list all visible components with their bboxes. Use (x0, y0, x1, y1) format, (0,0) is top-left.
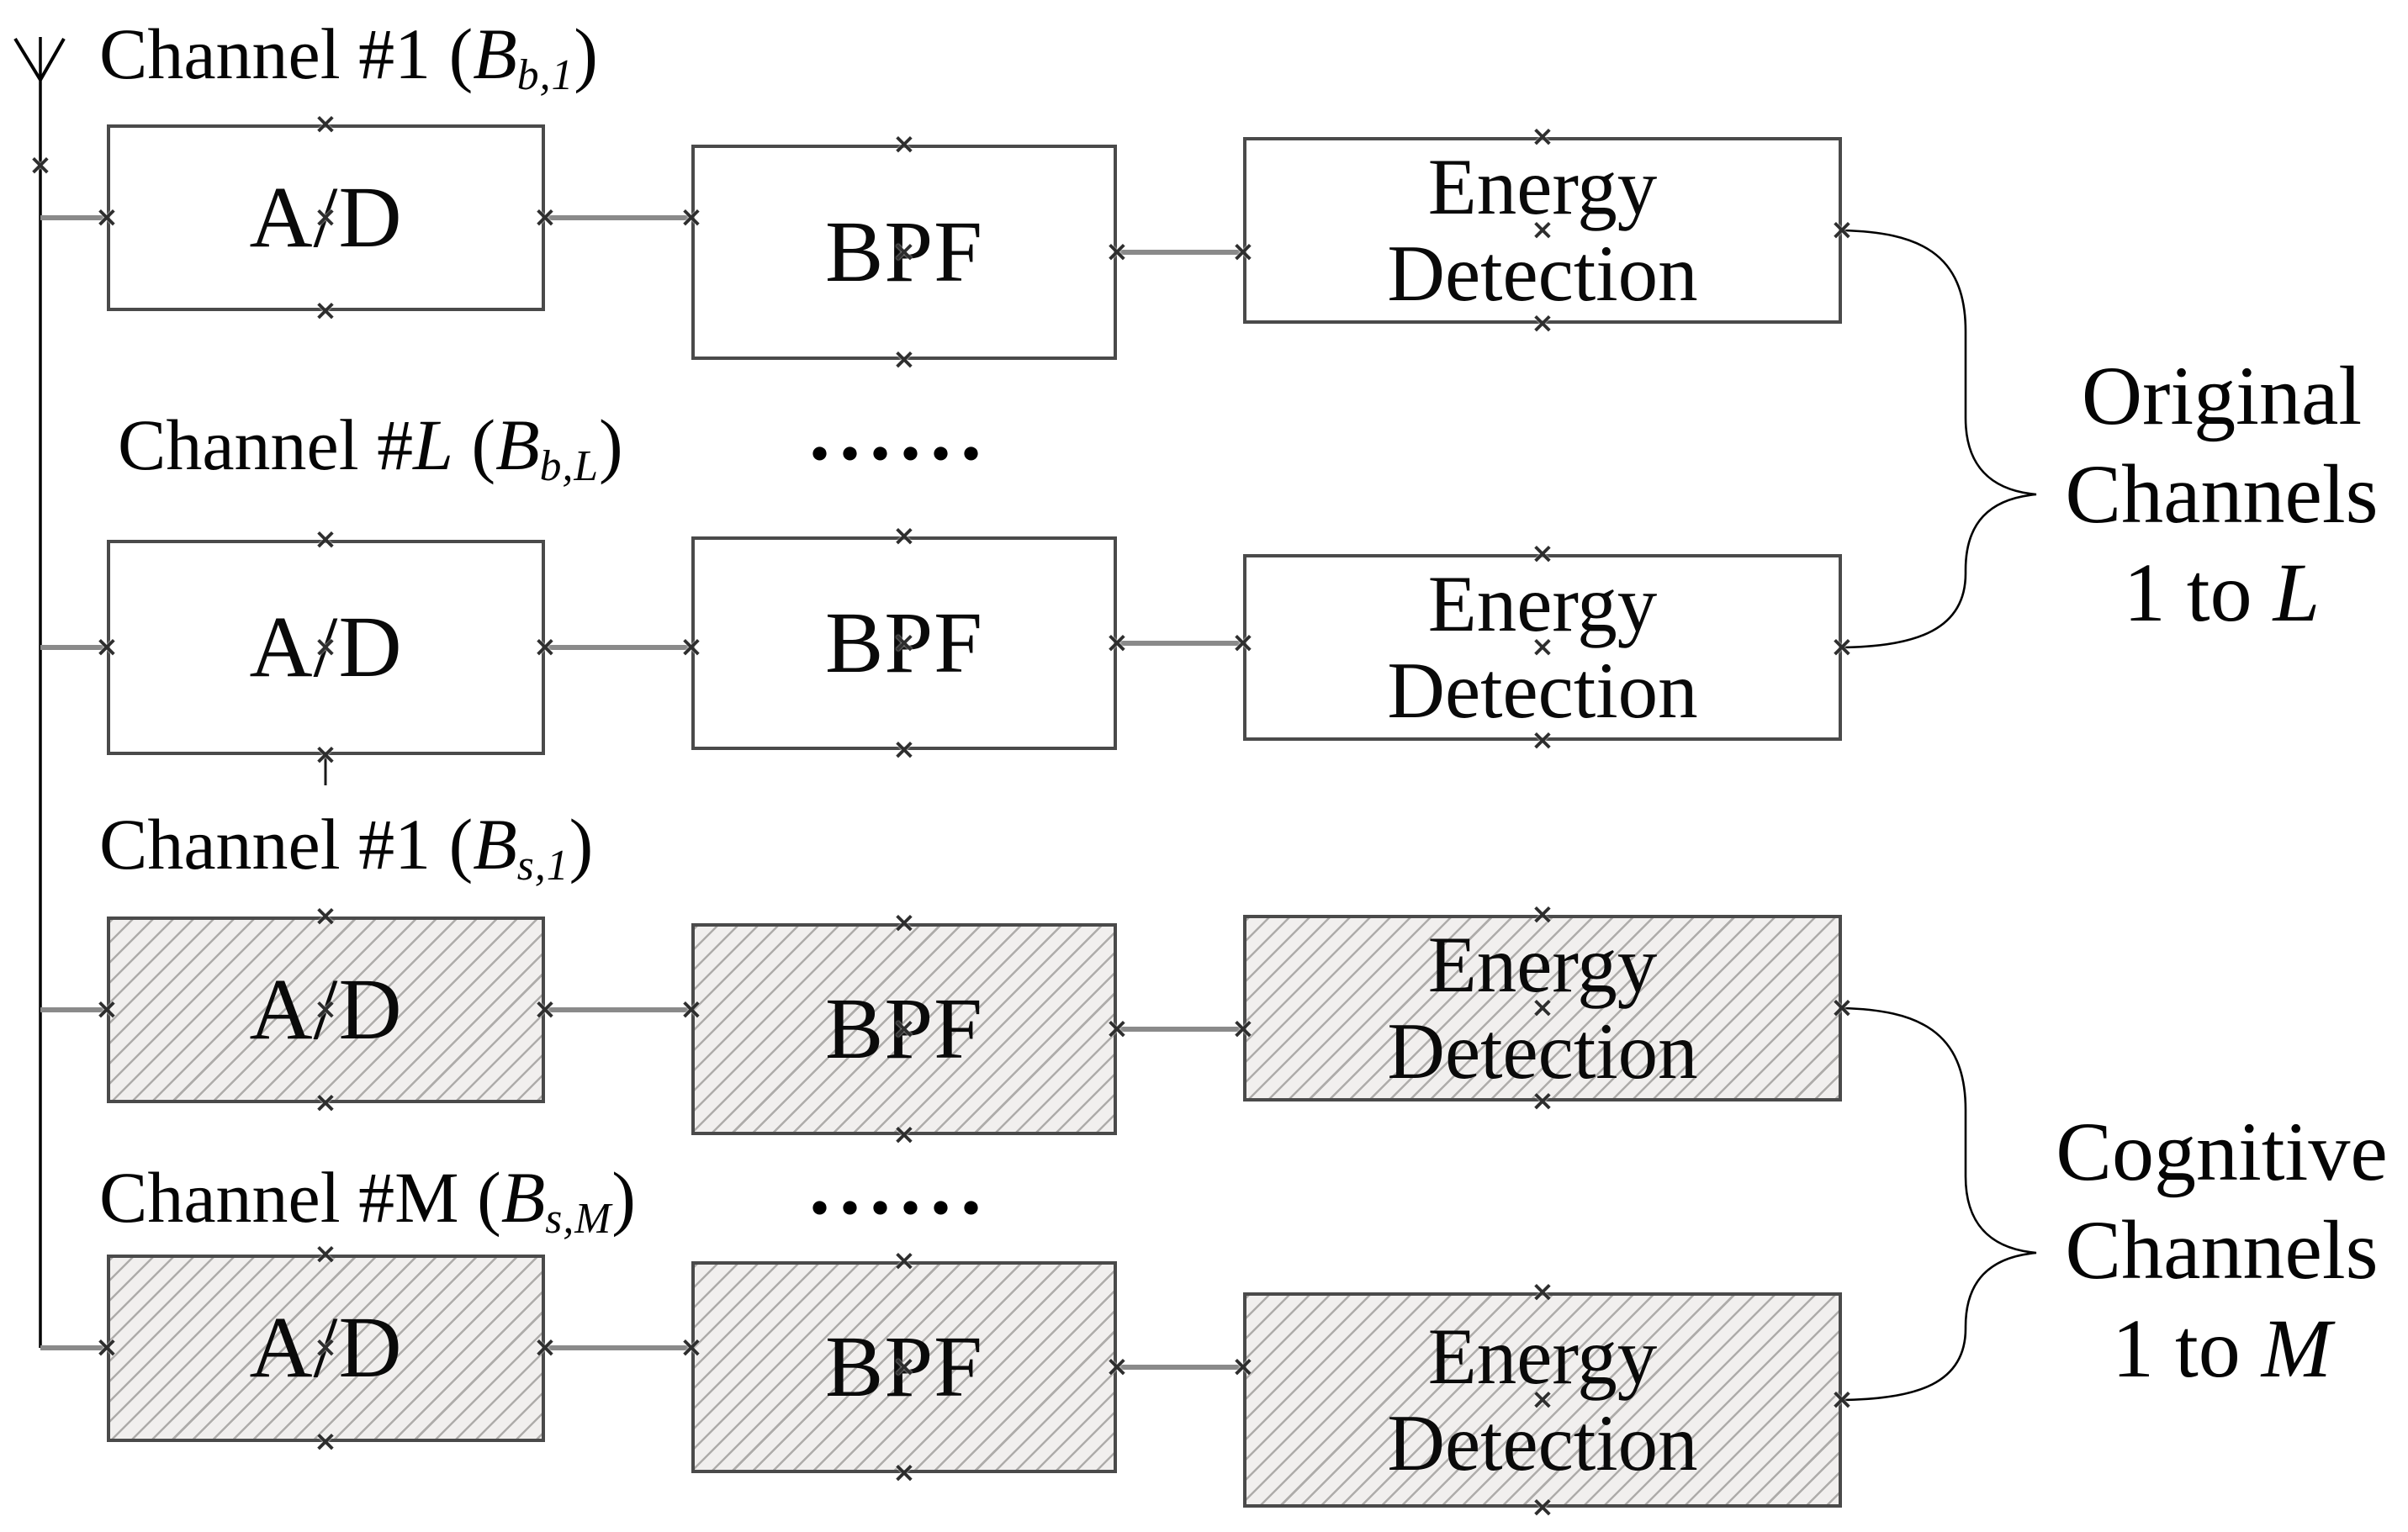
ad-block-row1: A/D (107, 124, 545, 311)
band-subscript: b,L (539, 441, 600, 490)
ad-block-row3: A/D (107, 917, 545, 1103)
channel-label-4: Channel #M (Bs,M) (99, 1157, 636, 1243)
band-subscript: s,M (545, 1194, 612, 1243)
band-subscript: b,1 (516, 50, 574, 99)
antenna-icon (13, 37, 66, 82)
band-symbol: B (473, 804, 517, 885)
ad-block-row4: A/D (107, 1255, 545, 1442)
ellipsis-top: ...... (809, 384, 991, 478)
band-symbol: B (500, 1157, 546, 1238)
group-label-original-channels: Original Channels 1 to L (2065, 349, 2379, 639)
energy-detection-block-row1: Energy Detection (1243, 137, 1842, 324)
energy-detection-block-row3: Energy Detection (1243, 915, 1842, 1101)
brace-cognitive-channels (1841, 1006, 2037, 1402)
bpf-block-row2: BPF (691, 536, 1117, 750)
group-label-cognitive-channels: Cognitive Channels 1 to M (2056, 1105, 2388, 1395)
band-symbol: B (495, 404, 540, 485)
channel-label-3: Channel #1 (Bs,1) (99, 804, 594, 890)
brace-original-channels (1841, 229, 2037, 649)
bpf-block-row3: BPF (691, 923, 1117, 1135)
band-symbol: B (473, 13, 517, 94)
energy-detection-block-row4: Energy Detection (1243, 1292, 1842, 1508)
channel-number: 1 (394, 13, 431, 94)
channel-label-2: Channel #L (Bb,L) (118, 404, 623, 490)
bpf-block-row4: BPF (691, 1261, 1117, 1473)
ellipsis-bottom: ...... (809, 1138, 991, 1232)
channel-number: L (413, 404, 453, 485)
bpf-block-row1: BPF (691, 145, 1117, 360)
band-subscript: s,1 (516, 841, 569, 890)
ad-block-row2: A/D (107, 540, 545, 755)
channel-label-1: Channel #1 (Bb,1) (99, 13, 598, 99)
channel-number: M (394, 1157, 459, 1238)
energy-detection-block-row2: Energy Detection (1243, 554, 1842, 741)
channel-number: 1 (394, 804, 431, 885)
